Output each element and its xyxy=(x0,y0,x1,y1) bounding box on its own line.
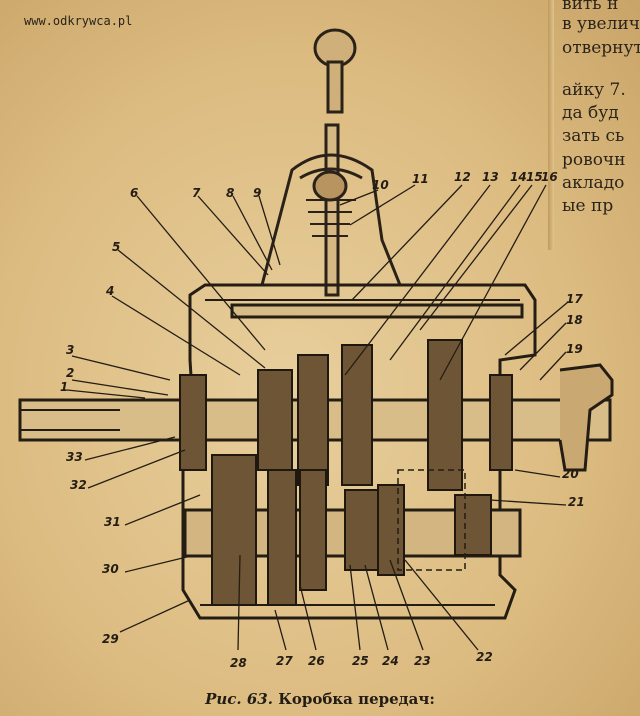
counter-gear-6 xyxy=(454,494,492,556)
counter-gear-5 xyxy=(377,484,405,576)
callout-12: 12 xyxy=(454,170,471,184)
callout-8: 8 xyxy=(226,186,235,200)
adjacent-page-text: вить н в увелич отвернут айку 7. да буд … xyxy=(552,0,640,250)
callout-4: 4 xyxy=(106,284,115,298)
callout-25: 25 xyxy=(352,654,369,668)
callout-5: 5 xyxy=(112,240,121,254)
main-gear-2 xyxy=(297,354,329,486)
side-line: акладо xyxy=(562,173,625,193)
callout-3: 3 xyxy=(66,343,75,357)
caption-prefix: Рис. 63. xyxy=(205,690,273,708)
callout-26: 26 xyxy=(308,654,325,668)
callout-30: 30 xyxy=(102,562,119,576)
figure-caption: Рис. 63. Коробка передач: xyxy=(0,690,640,708)
callout-1: 1 xyxy=(60,380,69,394)
counter-gear-3 xyxy=(299,469,327,591)
output-flange xyxy=(558,363,614,472)
side-line: ровочн xyxy=(562,150,626,170)
page-fold xyxy=(548,0,554,250)
lever-housing xyxy=(260,153,402,286)
callout-22: 22 xyxy=(476,650,493,664)
main-gear-1 xyxy=(257,369,293,471)
counter-gear-1 xyxy=(211,454,257,606)
callout-29: 29 xyxy=(102,632,119,646)
callout-21: 21 xyxy=(568,495,585,509)
lever-stem-upper xyxy=(326,60,344,114)
side-line: вить н xyxy=(562,0,619,14)
callout-27: 27 xyxy=(276,654,293,668)
side-line: в увелич xyxy=(562,14,640,34)
counter-gear-2 xyxy=(267,469,297,606)
lever-ball xyxy=(312,170,348,202)
main-gear-3 xyxy=(341,344,373,486)
main-gear-4 xyxy=(427,339,463,491)
dashed-gear-outline xyxy=(397,469,466,571)
callout-13: 13 xyxy=(482,170,499,184)
lever-spring xyxy=(306,199,356,237)
callout-14: 14 xyxy=(510,170,527,184)
callout-11: 11 xyxy=(412,172,429,186)
caption-text: Коробка передач: xyxy=(278,690,435,708)
callout-19: 19 xyxy=(566,342,583,356)
lever-stem xyxy=(324,123,340,297)
lever-housing-inner xyxy=(299,167,363,180)
callout-28: 28 xyxy=(230,656,247,670)
callout-33: 33 xyxy=(66,450,83,464)
side-line: зать сь xyxy=(562,126,625,146)
callout-17: 17 xyxy=(566,292,583,306)
callout-10: 10 xyxy=(372,178,389,192)
callout-23: 23 xyxy=(414,654,431,668)
counter-gear-4 xyxy=(344,489,380,571)
side-line: айку 7. xyxy=(562,80,626,100)
leader-lines xyxy=(66,184,569,651)
callout-16: 16 xyxy=(541,170,558,184)
shaft-splines xyxy=(20,409,120,431)
side-line: да буд xyxy=(562,103,619,123)
callout-32: 32 xyxy=(70,478,87,492)
callout-18: 18 xyxy=(566,313,583,327)
side-line: ые пр xyxy=(562,196,614,216)
shift-rod xyxy=(230,303,524,319)
callout-9: 9 xyxy=(253,186,262,200)
callout-7: 7 xyxy=(192,186,201,200)
callout-24: 24 xyxy=(382,654,399,668)
side-line: отвернут xyxy=(562,38,640,58)
bearing-rear xyxy=(489,374,513,471)
callout-20: 20 xyxy=(562,467,579,481)
bearing-front xyxy=(179,374,207,471)
callout-15: 15 xyxy=(526,170,543,184)
watermark: www.odkrywca.pl xyxy=(24,14,133,28)
callout-31: 31 xyxy=(104,515,121,529)
callout-6: 6 xyxy=(130,186,139,200)
callout-2: 2 xyxy=(66,366,75,380)
